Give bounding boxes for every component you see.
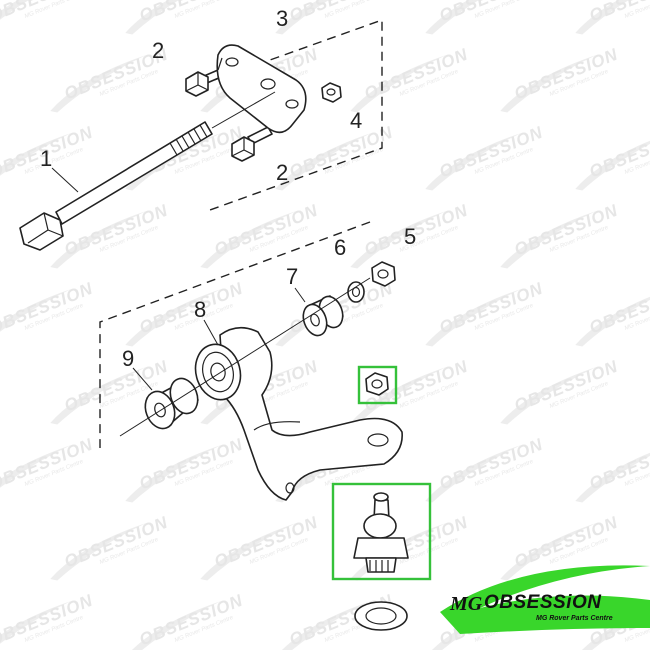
leader-7 (294, 287, 306, 303)
suspension-arm-part (194, 326, 403, 501)
svg-text:OBSESSION: OBSESSION (587, 279, 650, 338)
ball-joint-washer-part (354, 601, 408, 631)
callout-8: 8 (194, 297, 206, 322)
mounting-bolt-lower-part (231, 126, 273, 162)
callout-7: 7 (286, 264, 298, 289)
washer-part (347, 281, 365, 303)
callout-6: 6 (334, 235, 346, 260)
logo-swoosh (440, 565, 650, 634)
svg-text:OBSESSION: OBSESSION (587, 435, 650, 494)
callout-3: 3 (276, 6, 288, 31)
svg-text:OBSESSION: OBSESSION (587, 123, 650, 182)
logo-wordmark: OBSESSiON (484, 592, 602, 613)
long-bolt-part (19, 121, 213, 251)
highlight-box-nut (357, 365, 398, 405)
plate-nut-part (321, 82, 342, 103)
leader-1 (51, 167, 79, 193)
callout-4: 4 (350, 108, 362, 133)
logo-mg-mark: MG (449, 593, 483, 615)
pivot-axis-line (119, 277, 371, 437)
mounting-plate-part (216, 44, 307, 134)
leader-9 (132, 367, 153, 391)
ball-joint-nut-part (365, 372, 389, 396)
callout-1: 1 (40, 146, 52, 171)
callout-9: 9 (122, 346, 134, 371)
callout-2-lower: 2 (276, 160, 288, 185)
callout-5: 5 (404, 224, 416, 249)
ball-joint-part (353, 492, 409, 573)
mg-obsession-logo: MG OBSESSiON MG Rover Parts Centre (440, 565, 650, 634)
bushing-rear-part (302, 295, 344, 337)
bolt-axis-line (211, 91, 276, 129)
upper-dashed-bracket (199, 19, 383, 211)
nylock-nut-part (371, 261, 396, 287)
highlight-box-ball-joint (331, 482, 432, 581)
callout-2-upper: 2 (152, 38, 164, 63)
leader-8 (203, 319, 219, 346)
lower-dashed-bracket (99, 221, 371, 448)
logo-tagline: MG Rover Parts Centre (536, 615, 613, 622)
